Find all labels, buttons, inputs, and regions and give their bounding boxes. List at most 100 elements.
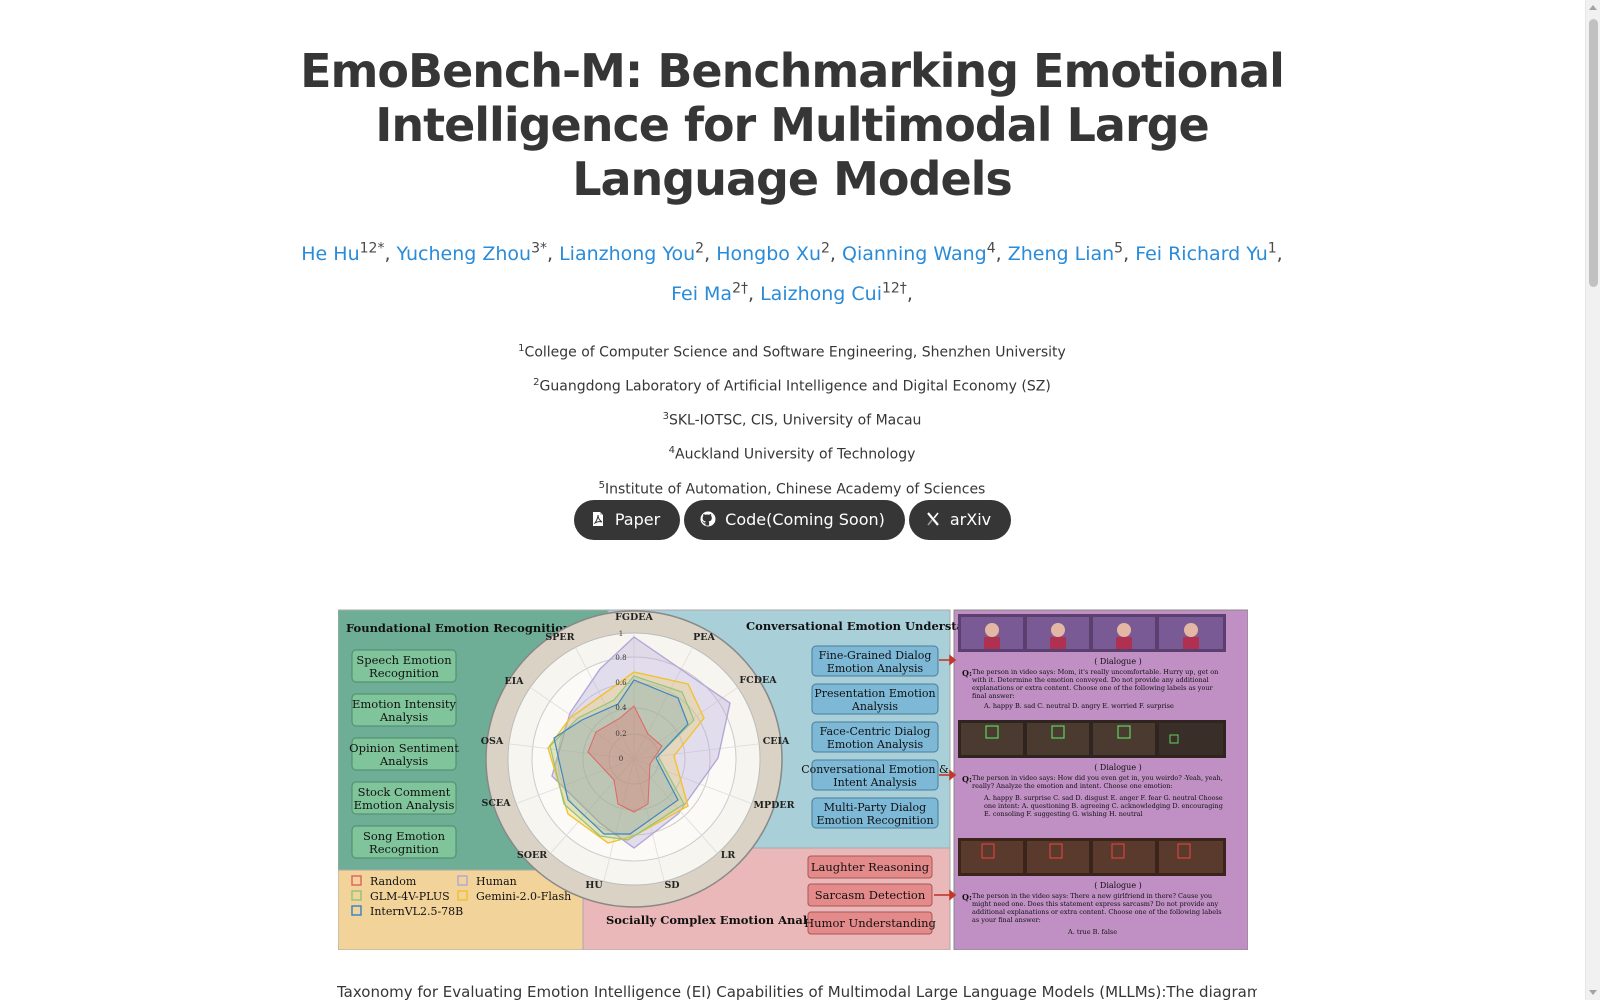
svg-text:EIA: EIA	[504, 676, 524, 687]
scroll-up-icon[interactable]	[1589, 5, 1597, 10]
legend-entry: Gemini-2.0-Flash	[476, 890, 571, 903]
svg-text:LR: LR	[721, 850, 736, 861]
example-options: A. happy B. sad C. neutral D. angry E. w…	[984, 702, 1174, 710]
svg-text:FCDEA: FCDEA	[739, 675, 777, 686]
author-link[interactable]: Fei Ma	[671, 282, 733, 305]
author-link[interactable]: He Hu	[301, 243, 360, 266]
chart-legend: Random Human GLM-4V-PLUS Gemini-2.0-Flas…	[351, 875, 571, 918]
example-question: The person in video says: Mom, it's real…	[972, 668, 1219, 700]
github-icon	[700, 511, 716, 527]
author-link[interactable]: Fei Richard Yu	[1135, 243, 1268, 266]
svg-text:OSA: OSA	[481, 736, 504, 747]
author: Fei Richard Yu1,	[1135, 241, 1283, 266]
author: Fei Ma2†,	[671, 280, 761, 305]
radar-spoke	[633, 758, 752, 805]
scrollbar-thumb[interactable]	[1589, 19, 1598, 287]
author-link[interactable]: Lianzhong You	[559, 243, 696, 266]
affiliation-list: 1College of Computer Science and Softwar…	[292, 334, 1292, 505]
author: Qianning Wang4,	[842, 241, 1008, 266]
svg-text:CEIA: CEIA	[763, 736, 790, 747]
conversational-title: Conversational Emotion Understanding	[746, 619, 1001, 633]
legend-entry: Random	[370, 875, 417, 888]
svg-text:0.6: 0.6	[615, 679, 627, 687]
example-3: ( Dialogue ) Q: The person in the video …	[958, 838, 1226, 936]
link-buttons: Paper Code(Coming Soon) arXiv	[0, 500, 1585, 540]
code-button[interactable]: Code(Coming Soon)	[684, 500, 905, 540]
radar-spoke	[516, 758, 635, 805]
author-list: He Hu12*, Yucheng Zhou3*, Lianzhong You2…	[292, 232, 1292, 311]
taxonomy-figure: Foundational Emotion Recognition Convers…	[338, 609, 1248, 950]
radar-spoke	[633, 758, 718, 854]
arxiv-button[interactable]: arXiv	[908, 500, 1012, 540]
radar-spoke	[550, 758, 635, 854]
example-q-label: Q:	[962, 774, 972, 784]
author-link[interactable]: Qianning Wang	[842, 243, 987, 266]
affiliation: 2Guangdong Laboratory of Artificial Inte…	[533, 377, 1051, 395]
radar-spoke	[575, 647, 635, 760]
svg-text:FGDEA: FGDEA	[615, 612, 653, 623]
author: Lianzhong You2,	[559, 241, 717, 266]
radar-spoke	[530, 687, 635, 760]
social-title: Socially Complex Emotion Analysis	[606, 913, 831, 927]
legend-entry: InternVL2.5-78B	[370, 905, 463, 918]
author: Zheng Lian5,	[1007, 241, 1136, 266]
svg-text:SOER: SOER	[517, 850, 547, 861]
svg-text:0: 0	[619, 755, 623, 763]
author: Hongbo Xu2,	[716, 241, 842, 266]
svg-text:0.2: 0.2	[615, 730, 626, 738]
svg-text:1: 1	[619, 630, 623, 638]
example-arrows	[934, 654, 957, 901]
radar-spoke	[603, 758, 635, 882]
example-options: A. true B. false	[1068, 928, 1118, 936]
affiliation: 4Auckland University of Technology	[668, 445, 916, 464]
author: Laizhong Cui12†,	[760, 280, 913, 305]
legend-entry: Human	[476, 875, 517, 888]
affiliation: 5Institute of Automation, Chinese Academ…	[598, 479, 986, 498]
author-link[interactable]: Hongbo Xu	[716, 243, 821, 266]
social-tasks: Laughter Reasoning Sarcasm Detection Hum…	[804, 855, 937, 935]
social-task-label: Humor Understanding	[804, 916, 936, 930]
author-link[interactable]: Laizhong Cui	[760, 282, 882, 305]
author: Yucheng Zhou3*,	[396, 241, 560, 266]
svg-text:SCEA: SCEA	[481, 798, 511, 809]
author: He Hu12*,	[301, 241, 397, 266]
example-1: ( Dialogue ) Q: The person in video says…	[958, 614, 1226, 710]
figure-caption: Taxonomy for Evaluating Emotion Intellig…	[337, 983, 1257, 1000]
scroll-down-icon[interactable]	[1589, 990, 1597, 995]
paper-button[interactable]: Paper	[573, 500, 681, 540]
example-2: ( Dialogue ) Q: The person in video says…	[958, 720, 1226, 818]
examples-panel	[953, 609, 1248, 950]
legend-panel	[338, 869, 584, 950]
radar-internvl	[553, 679, 689, 835]
dialogue-label: ( Dialogue )	[1094, 881, 1141, 890]
svg-text:0.4: 0.4	[615, 704, 627, 712]
affiliation: 1College of Computer Science and Softwar…	[518, 343, 1066, 361]
dialogue-label: ( Dialogue )	[1094, 763, 1141, 772]
affiliation: 3SKL-IOTSC, CIS, University of Macau	[662, 411, 922, 429]
radar-axis-labels: FGDEA PEA FCDEA CEIA MPDER LR SD HU SOER…	[481, 612, 795, 891]
legend-entry: GLM-4V-PLUS	[370, 890, 450, 903]
author-link[interactable]: Yucheng Zhou	[396, 243, 532, 266]
social-task-label: Laughter Reasoning	[811, 860, 930, 874]
radar-tick-labels: 0 0.2 0.4 0.6 0.8 1	[615, 630, 627, 763]
conversational-task-label: Conversational Emotion &Intent Analysis	[801, 763, 949, 789]
example-options: A. happy B. surprise C. sad D. disgust E…	[984, 794, 1223, 818]
author-link[interactable]: Zheng Lian	[1007, 243, 1115, 266]
social-task-label: Sarcasm Detection	[815, 888, 926, 902]
dialogue-label: ( Dialogue )	[1094, 657, 1141, 666]
pdf-icon	[592, 512, 603, 526]
example-q-label: Q:	[962, 668, 972, 678]
vertical-scrollbar[interactable]	[1585, 0, 1600, 1000]
foundational-title: Foundational Emotion Recognition	[346, 621, 572, 635]
radar-chart	[485, 610, 783, 908]
